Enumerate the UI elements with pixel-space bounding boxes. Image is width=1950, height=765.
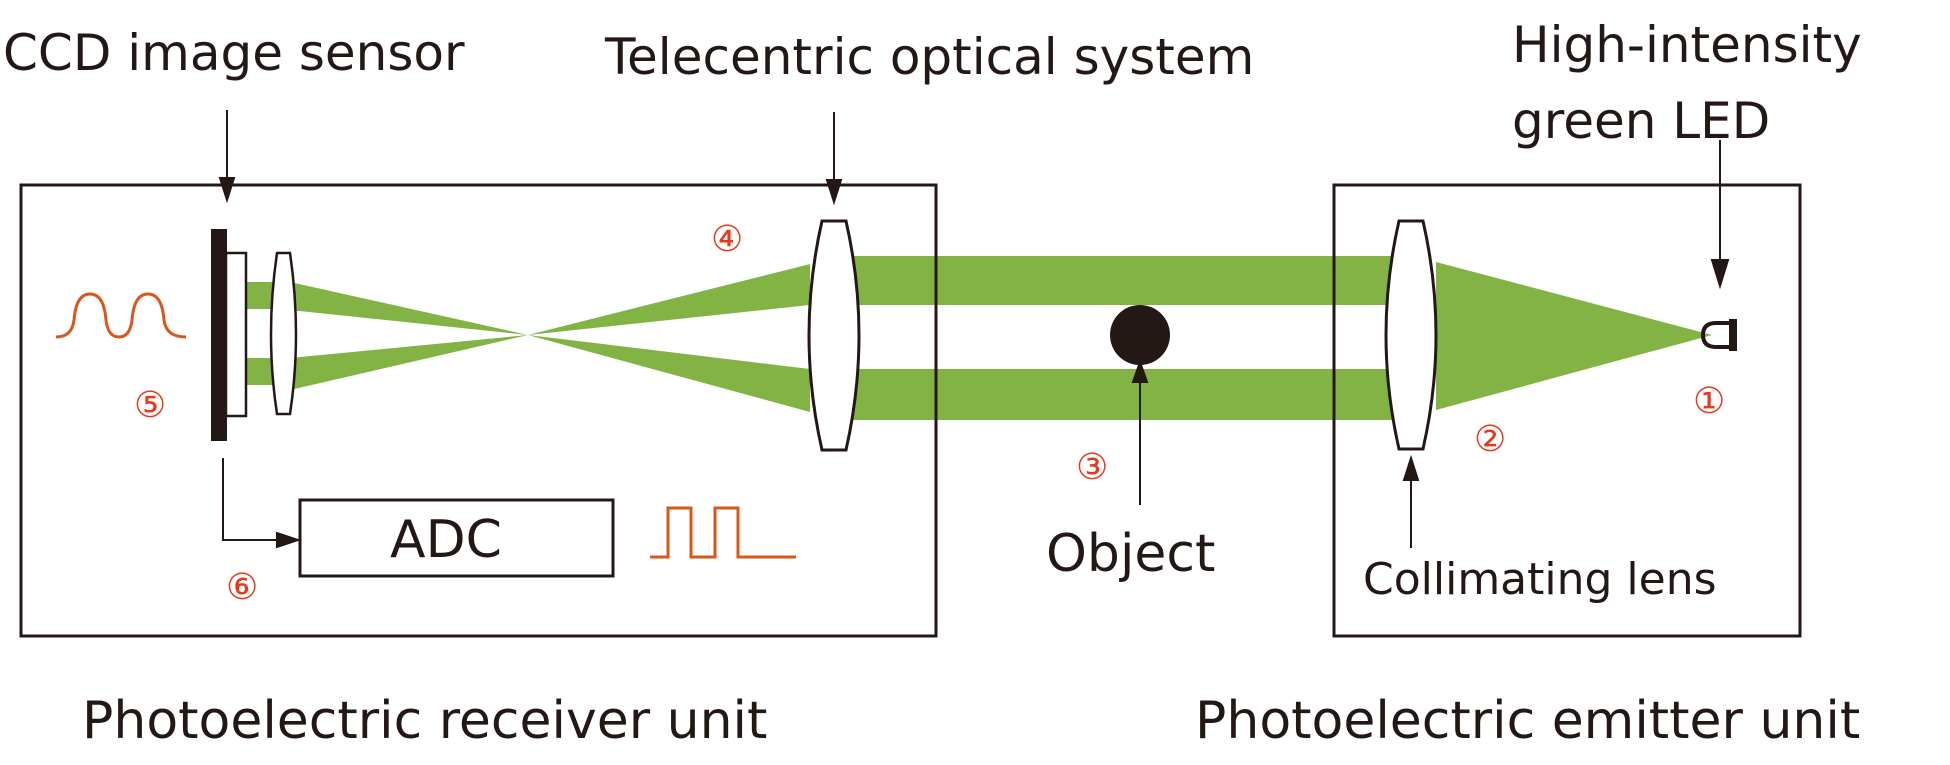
marker-5: ⑤ <box>134 385 167 426</box>
marker-3: ③ <box>1076 447 1109 488</box>
beam-converge-lower <box>528 335 810 412</box>
beam-collimated-lower <box>852 369 1414 420</box>
led-icon <box>1700 319 1737 351</box>
receiver-unit-label: Photoelectric receiver unit <box>82 691 768 751</box>
beam-led-fan <box>1436 262 1712 410</box>
marker-6: ⑥ <box>226 567 259 608</box>
ccd-sensor-body <box>211 229 227 441</box>
arrow-object-head <box>1131 358 1149 383</box>
marker-4: ④ <box>711 219 744 260</box>
ccd-sensor-face <box>224 251 248 418</box>
beam-converge-upper <box>528 264 810 335</box>
beam-collimated-upper <box>852 256 1414 305</box>
arrow-ccd-head <box>218 177 236 204</box>
digital-signal-icon <box>650 506 796 559</box>
receiver-unit-box <box>19 183 938 638</box>
emitter-unit-label: Photoelectric emitter unit <box>1195 691 1861 751</box>
arrow-led-head <box>1710 259 1730 290</box>
adc-box <box>298 498 615 578</box>
arrow-collimating-head <box>1402 454 1420 481</box>
collimating-lens-label: Collimating lens <box>1363 554 1717 605</box>
beam-diverge-lower <box>290 335 528 390</box>
marker-1: ① <box>1693 381 1726 422</box>
ccd-sensor-label: CCD image sensor <box>3 24 465 82</box>
arrow-ccd-to-adc-head <box>276 531 302 549</box>
light-beam <box>246 256 1712 420</box>
marker-2: ② <box>1474 419 1507 460</box>
emitter-unit-box <box>1332 183 1802 638</box>
arrow-ccd-to-adc <box>222 458 285 541</box>
telecentric-label: Telecentric optical system <box>605 28 1255 86</box>
led-label-line1: High-intensity <box>1512 16 1862 74</box>
led-label-line2: green LED <box>1512 92 1771 150</box>
adc-label: ADC <box>390 510 502 570</box>
object-circle <box>1110 305 1170 365</box>
sensor-lens <box>269 251 298 416</box>
object-label: Object <box>1046 524 1216 584</box>
collimating-lens <box>1384 219 1438 451</box>
telecentric-lens <box>807 219 861 452</box>
beam-diverge-upper <box>290 282 528 335</box>
analog-signal-icon <box>55 292 187 339</box>
arrow-telecentric-head <box>825 179 843 206</box>
